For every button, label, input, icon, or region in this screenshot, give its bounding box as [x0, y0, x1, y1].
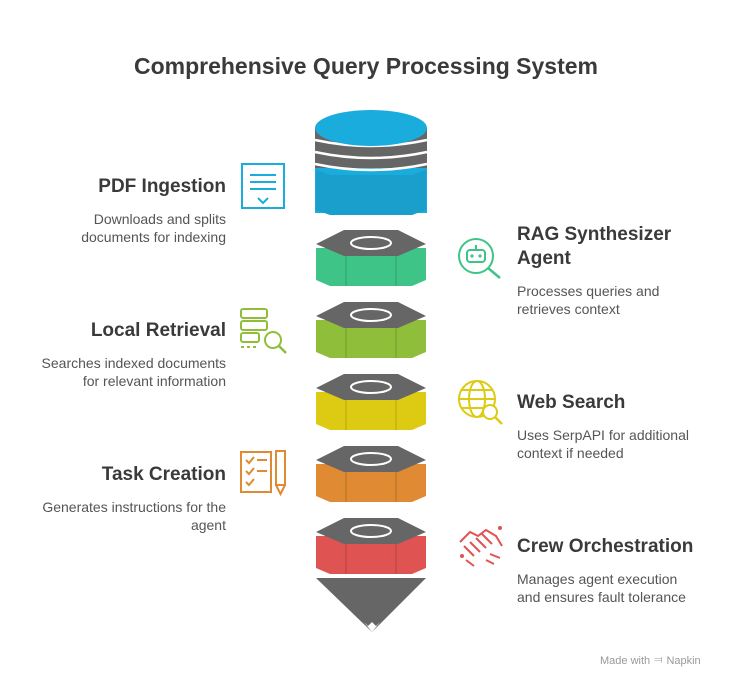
step-title: RAG Synthesizer Agent — [517, 224, 672, 269]
layer-task-creation — [316, 446, 426, 502]
step-description: Searches indexed documents for relevant … — [41, 355, 226, 389]
handshake-icon — [456, 520, 506, 575]
page-title: Comprehensive Query Processing System — [133, 53, 599, 79]
document-icon — [240, 162, 286, 215]
step-title: Local Retrieval — [90, 320, 226, 341]
database-cylinder — [314, 110, 428, 215]
step-description: Processes queries and retrieves context — [517, 283, 660, 317]
checklist-pen-icon — [238, 448, 290, 503]
database-search-icon — [238, 306, 290, 361]
napkin-logo-icon: ⫤ — [654, 654, 663, 666]
step-description: Generates instructions for the agent — [42, 499, 226, 533]
step-description: Manages agent execution and ensures faul… — [517, 571, 686, 605]
step-description: Uses SerpAPI for additional context if n… — [517, 427, 689, 461]
robot-search-icon — [456, 236, 504, 287]
credit-text: Made with — [600, 654, 651, 667]
layer-web-search — [316, 374, 426, 430]
bottom-cone — [316, 578, 426, 632]
layer-local-retrieval — [316, 302, 426, 358]
step-description: Downloads and splits documents for index… — [81, 211, 226, 245]
layer-crew-orchestration — [316, 518, 426, 574]
layer-rag — [316, 230, 426, 286]
step-title: Web Search — [517, 392, 626, 413]
globe-search-icon — [456, 378, 504, 431]
step-title: Task Creation — [101, 464, 226, 485]
credit-brand: Napkin — [666, 654, 701, 667]
step-title: Crew Orchestration — [517, 536, 694, 557]
napkin-credit: Made with ⫤ Napkin — [600, 654, 701, 667]
step-title: PDF Ingestion — [98, 176, 226, 197]
